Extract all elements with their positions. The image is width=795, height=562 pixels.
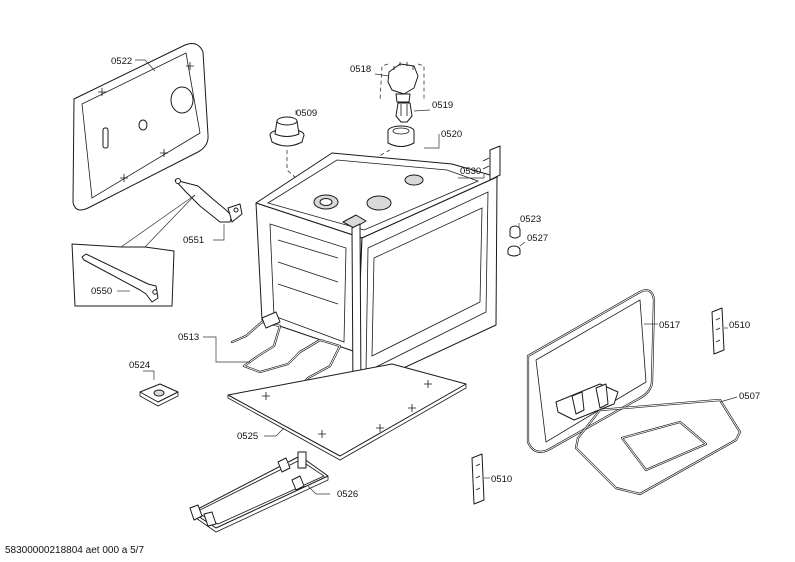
callout-0530: 0530 — [460, 166, 481, 177]
callout-0526: 0526 — [337, 489, 358, 500]
part-hinge-bracket — [174, 178, 243, 223]
callout-0522: 0522 — [111, 56, 132, 67]
callout-0517: 0517 — [659, 320, 680, 331]
part-fan-motor — [269, 116, 305, 147]
part-side-bracket-lower — [471, 453, 485, 505]
part-door-gasket — [526, 289, 656, 453]
part-back-panel — [72, 43, 209, 211]
part-small-knob-0523 — [509, 225, 521, 239]
callout-0550: 0550 — [91, 286, 112, 297]
callout-0524: 0524 — [129, 360, 150, 371]
part-small-knob-0527 — [507, 245, 521, 257]
part-lamp-socket — [387, 62, 419, 103]
part-side-bracket-upper — [711, 307, 725, 355]
callout-0525: 0525 — [237, 431, 258, 442]
part-lamp-bulb — [395, 102, 413, 123]
detail-box-0550 — [71, 243, 175, 307]
callout-0510-upper: 0510 — [729, 320, 750, 331]
part-bottom-plate — [227, 363, 467, 461]
callout-0510-lower: 0510 — [491, 474, 512, 485]
part-bottom-tray — [189, 451, 329, 533]
callout-0520: 0520 — [441, 129, 462, 140]
part-lamp-cover — [387, 125, 415, 147]
callout-0527: 0527 — [527, 233, 548, 244]
part-square-pad — [139, 383, 179, 407]
callout-0551: 0551 — [183, 235, 204, 246]
callout-0518: 0518 — [350, 64, 371, 75]
part-grill-heater — [555, 383, 742, 496]
callout-0523: 0523 — [520, 214, 541, 225]
diagram-reference-code: 58300000218804 aet 000 a 5/7 — [5, 545, 145, 556]
callout-0509: 0509 — [296, 108, 317, 119]
callout-0507: 0507 — [739, 391, 760, 402]
callout-0513: 0513 — [178, 332, 199, 343]
part-oven-cavity — [255, 145, 501, 395]
callout-0519: 0519 — [432, 100, 453, 111]
